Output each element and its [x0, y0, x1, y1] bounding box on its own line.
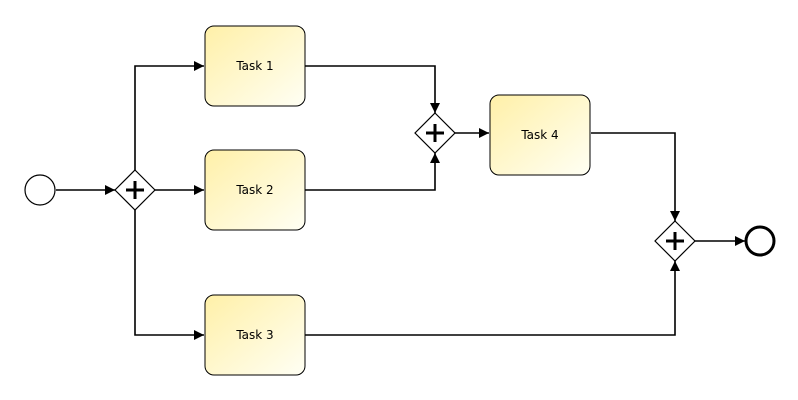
plus-icon	[426, 124, 444, 142]
flow-split-to-task1[interactable]	[134, 61, 204, 170]
plus-icon	[126, 181, 144, 199]
task-2-label: Task 2	[235, 183, 273, 197]
task-4-label: Task 4	[520, 128, 558, 142]
task-3[interactable]: Task 3	[204, 294, 306, 376]
task-3-label: Task 3	[235, 328, 273, 342]
plus-icon	[666, 232, 684, 250]
parallel-gateway-split[interactable]	[114, 169, 156, 211]
start-event[interactable]	[24, 174, 56, 206]
task-1[interactable]: Task 1	[204, 25, 306, 107]
flow-split-to-task3[interactable]	[134, 210, 204, 340]
flow-task1-to-join-a[interactable]	[305, 65, 440, 113]
task-1-label: Task 1	[235, 59, 273, 73]
flow-task2-to-join-a[interactable]	[305, 153, 440, 191]
parallel-gateway-join-b[interactable]	[654, 220, 696, 262]
parallel-gateway-join-a[interactable]	[414, 112, 456, 154]
task-4[interactable]: Task 4	[489, 94, 591, 176]
flow-task4-to-join-b[interactable]	[591, 132, 680, 221]
end-event[interactable]	[744, 225, 776, 257]
task-2[interactable]: Task 2	[204, 149, 306, 231]
flow-task3-to-join-b[interactable]	[305, 261, 680, 336]
